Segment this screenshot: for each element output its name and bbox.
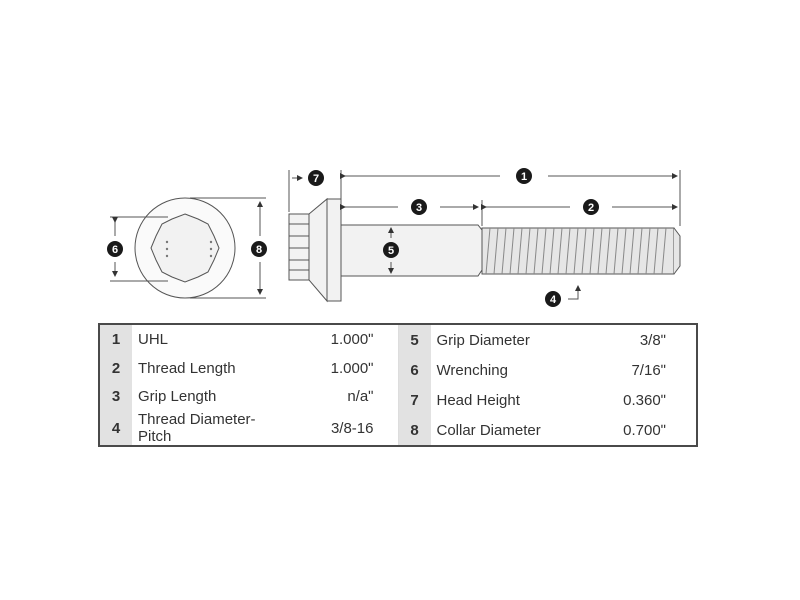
- svg-text:8: 8: [256, 244, 262, 256]
- spec-label: Thread Diameter-Pitch: [138, 411, 256, 446]
- svg-text:7: 7: [313, 173, 319, 185]
- spec-value: 0.360ʺ: [623, 391, 666, 409]
- spec-value: n/aʺ: [347, 388, 374, 406]
- bolt-end-view: [110, 197, 266, 299]
- callout-5: 5: [383, 242, 399, 258]
- callout-6: 6: [107, 241, 123, 257]
- svg-text:6: 6: [112, 244, 118, 256]
- spec-table: 1 UHL 1.000ʺ 2 Thread Length 1.000ʺ 3 Grip Le…: [98, 323, 698, 447]
- spec-num: 7: [398, 385, 431, 415]
- spec-num: 6: [398, 355, 431, 385]
- spec-label: Wrenching: [436, 361, 508, 379]
- spec-label: Collar Diameter: [436, 421, 541, 439]
- spec-num: 8: [398, 415, 431, 445]
- spec-label: Thread Length: [138, 359, 236, 377]
- spec-column-right: 5 Grip Diameter 3/8ʺ 6 Wrenching 7/16ʺ 7 Head…: [398, 325, 697, 445]
- spec-row: 5 Grip Diameter 3/8ʺ: [398, 325, 697, 355]
- spec-value: 1.000ʺ: [330, 330, 374, 348]
- spec-value: 0.700ʺ: [623, 421, 666, 439]
- spec-row: 6 Wrenching 7/16ʺ: [398, 355, 697, 385]
- spec-value: 3/8ʺ: [639, 331, 666, 349]
- spec-row: 2 Thread Length 1.000ʺ: [100, 353, 398, 383]
- svg-text:3: 3: [416, 202, 422, 214]
- bolt-side-view: [288, 197, 681, 303]
- spec-num: 4: [100, 411, 132, 446]
- spec-row: 3 Grip Length n/aʺ: [100, 382, 398, 412]
- spec-row: 8 Collar Diameter 0.700ʺ: [398, 415, 697, 445]
- callout-7: 7: [308, 170, 324, 186]
- spec-num: 5: [398, 325, 431, 355]
- spec-value: 7/16ʺ: [631, 361, 666, 379]
- spec-num: 3: [100, 382, 132, 412]
- spec-value: 1.000ʺ: [330, 359, 374, 377]
- bolt-diagram: 7 1 3 2 5 4 6 8: [107, 168, 681, 307]
- callout-3: 3: [411, 199, 427, 215]
- svg-text:4: 4: [550, 294, 557, 306]
- spec-label: Grip Diameter: [436, 331, 530, 349]
- spec-row: 7 Head Height 0.360ʺ: [398, 385, 697, 415]
- spec-num: 2: [100, 353, 132, 383]
- spec-row: 1 UHL 1.000ʺ: [100, 325, 398, 354]
- spec-value: 3/8-16: [330, 419, 374, 437]
- svg-text:1: 1: [521, 171, 527, 183]
- svg-text:2: 2: [588, 202, 594, 214]
- svg-text:5: 5: [388, 245, 394, 257]
- callout-4: 4: [545, 291, 561, 307]
- spec-column-left: 1 UHL 1.000ʺ 2 Thread Length 1.000ʺ 3 Grip Le…: [100, 325, 399, 446]
- spec-label: UHL: [138, 330, 169, 348]
- callout-1: 1: [516, 168, 532, 184]
- spec-num: 1: [100, 325, 132, 354]
- callout-2: 2: [583, 199, 599, 215]
- spec-label: Grip Length: [138, 388, 217, 406]
- callout-8: 8: [251, 241, 267, 257]
- spec-label: Head Height: [436, 391, 520, 409]
